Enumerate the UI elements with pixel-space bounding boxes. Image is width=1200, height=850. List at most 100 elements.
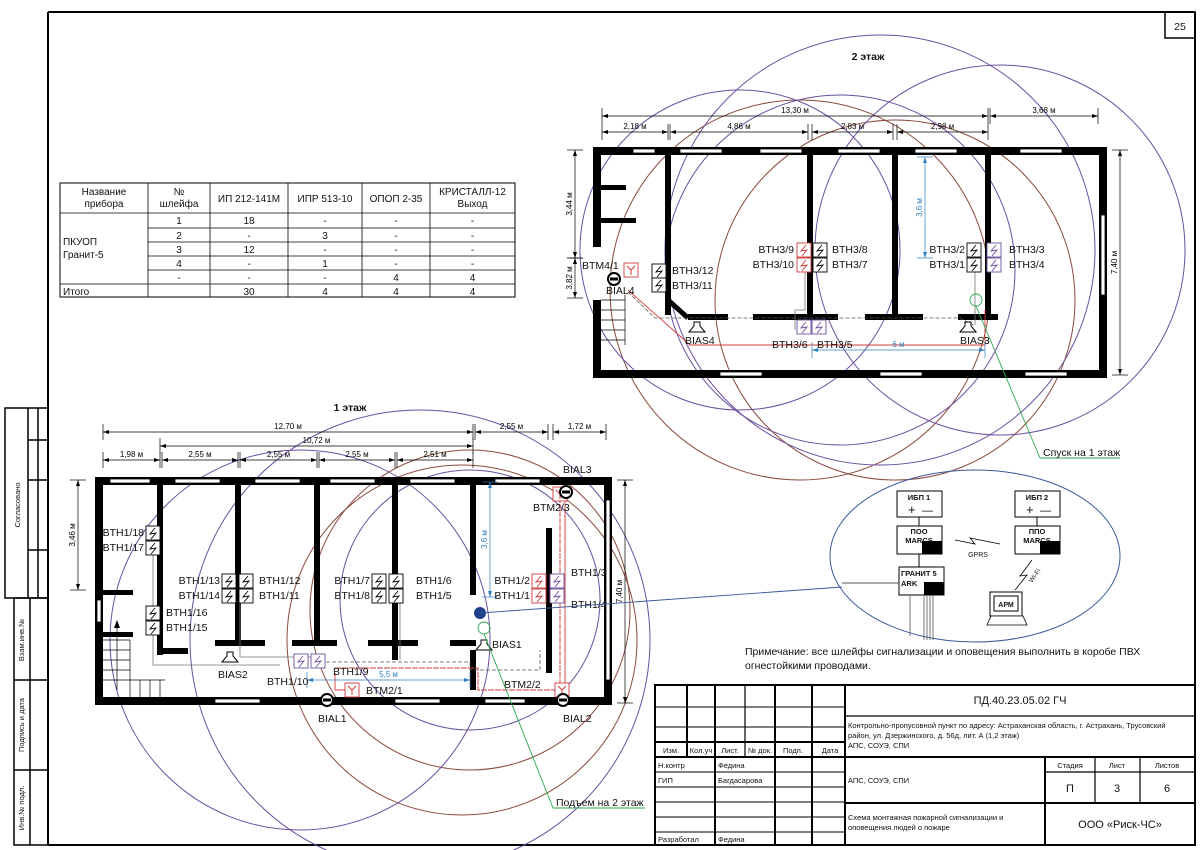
arrow-icon xyxy=(76,584,80,590)
ppo-label: ППО xyxy=(1029,527,1046,536)
device-label: BTH3/5 xyxy=(817,339,853,351)
heat-detector xyxy=(651,277,667,293)
floor2-plan xyxy=(593,147,1107,378)
table-cell: 12 xyxy=(243,245,255,256)
page-number: 25 xyxy=(1174,21,1186,33)
device-label: BTH3/4 xyxy=(1009,259,1045,271)
arrow-icon xyxy=(662,130,668,134)
device-label: BIAL4 xyxy=(606,285,635,297)
device-label: BTM2/1 xyxy=(366,685,403,697)
coverage-circle xyxy=(286,464,638,816)
detector-box xyxy=(145,525,161,541)
lightning-icon xyxy=(148,542,158,555)
table-cell: - xyxy=(394,216,397,227)
siren xyxy=(344,682,360,698)
table-cell: 4 xyxy=(176,259,182,270)
device-label: BTH3/11 xyxy=(672,280,713,292)
stage-value: П xyxy=(1066,783,1074,795)
device-label: BTH3/7 xyxy=(832,259,868,271)
detector-box xyxy=(796,257,812,273)
arrow-icon xyxy=(573,150,577,156)
lightning-icon xyxy=(224,590,234,603)
table-cell: - xyxy=(247,259,250,270)
lightning-icon xyxy=(241,590,251,603)
arrow-icon xyxy=(887,130,893,134)
exit-sign-bar xyxy=(610,277,618,281)
dimension-label: 2,55 м xyxy=(500,422,523,431)
detector-box xyxy=(966,242,982,258)
lightning-icon xyxy=(374,575,384,588)
arrow-icon xyxy=(319,458,325,462)
detector-box xyxy=(812,242,828,258)
title-block xyxy=(654,684,1196,846)
dimension-label: 2,18 м xyxy=(623,122,646,131)
detector-box xyxy=(310,653,326,669)
arrow-icon xyxy=(573,258,577,264)
detector-box xyxy=(145,620,161,636)
exit-sign-bar xyxy=(323,698,331,702)
lightning-icon xyxy=(552,575,562,588)
speaker-icon xyxy=(958,321,978,333)
detector-box xyxy=(145,540,161,556)
heat-detector xyxy=(388,588,404,604)
arrow-icon xyxy=(573,252,577,258)
detector-box xyxy=(531,573,547,589)
device-label: BIAS3 xyxy=(960,335,990,347)
device-label: BTH1/5 xyxy=(416,590,452,602)
col-header-rev: Изм. xyxy=(663,746,679,755)
arrow-icon xyxy=(488,591,492,597)
role-developer: Разработал xyxy=(658,835,699,844)
dimension-label: 2,51 м xyxy=(423,450,446,459)
speaker-icon xyxy=(220,651,240,663)
lightning-icon xyxy=(148,527,158,540)
table-cell: 4 xyxy=(470,273,476,284)
lightning-icon xyxy=(654,265,664,278)
name-developer: Федина xyxy=(718,835,745,844)
arrow-icon xyxy=(990,114,996,118)
lightning-icon xyxy=(654,279,664,292)
dimension-label: 7,40 м xyxy=(615,580,624,603)
table-total-cell: 4 xyxy=(470,287,476,298)
table-cell: - xyxy=(177,273,180,284)
table-header-line: КРИСТАЛЛ-12 xyxy=(439,187,506,198)
table-header-line: Название xyxy=(82,187,127,198)
detector-box xyxy=(238,573,254,589)
arm-label: АРМ xyxy=(998,602,1014,609)
arrow-icon xyxy=(467,444,473,448)
address-line-2: район, ул. Дзержинского, д. 56д, лит. А … xyxy=(848,731,1020,740)
coverage-circle xyxy=(309,449,631,771)
wifi-label: Wi-Fi xyxy=(1028,568,1042,584)
table-cell: - xyxy=(394,231,397,242)
plus-icon: + xyxy=(908,502,916,517)
coverage-circle xyxy=(579,89,901,411)
heat-detector xyxy=(221,588,237,604)
detector-box xyxy=(986,257,1002,273)
heat-detector xyxy=(531,588,547,604)
heat-detector xyxy=(145,540,161,556)
dimension-label: 3,6 м xyxy=(480,530,489,549)
heat-detector xyxy=(531,573,547,589)
detector-box xyxy=(221,573,237,589)
detector-box xyxy=(549,588,565,604)
dimension-label: 3,44 м xyxy=(565,192,574,215)
lightning-icon xyxy=(296,655,306,668)
detector-box xyxy=(145,605,161,621)
table-cell: - xyxy=(471,216,474,227)
heat-detector xyxy=(145,605,161,621)
arrow-icon xyxy=(311,458,317,462)
speaker-icon xyxy=(687,321,707,333)
minus-icon: — xyxy=(922,505,933,517)
arrow-icon xyxy=(232,458,238,462)
device-label: BIAS4 xyxy=(685,335,715,347)
stair-links xyxy=(477,293,1120,809)
ascent-label: Подъем на 2 этаж xyxy=(556,797,644,809)
table-cell: - xyxy=(323,273,326,284)
arrow-icon xyxy=(553,430,559,434)
left-strip xyxy=(4,407,49,846)
agreed-label: Согласовано xyxy=(13,482,22,527)
dimension-label: 4,86 м xyxy=(727,122,750,131)
table-cell: 18 xyxy=(243,216,255,227)
table-cell: - xyxy=(394,245,397,256)
